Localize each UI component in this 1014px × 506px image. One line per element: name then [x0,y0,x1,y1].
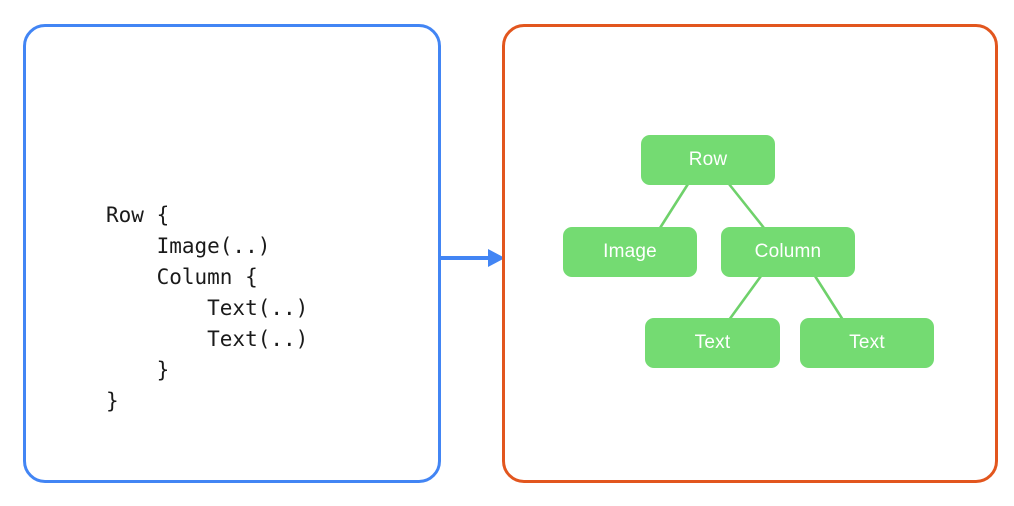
tree-node-text-1[interactable]: Text [645,318,780,368]
tree-node-image[interactable]: Image [563,227,697,277]
tree-edges [658,182,845,322]
tree-node-column[interactable]: Column [721,227,855,277]
tree-node-text-2[interactable]: Text [800,318,934,368]
edge-column-text1 [727,274,763,322]
layout-code-block: Row { Image(..) Column { Text(..) Text(.… [106,203,309,413]
node-tree: Row Image Column Text Text [502,24,998,483]
edge-column-text2 [813,274,845,322]
edge-row-image [658,182,690,230]
tree-node-row[interactable]: Row [641,135,775,185]
code-panel: Row { Image(..) Column { Text(..) Text(.… [23,24,441,483]
edge-row-column [727,182,766,230]
arrow-right-icon [438,249,505,267]
